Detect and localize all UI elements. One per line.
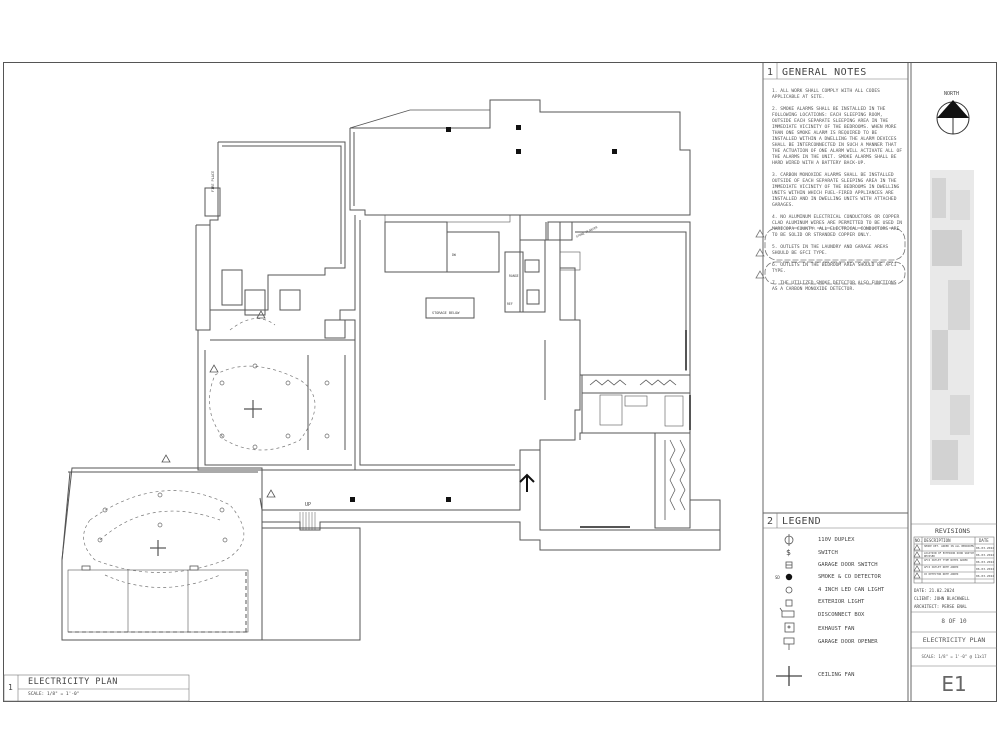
revision-date: 06.03.2024 bbox=[976, 560, 995, 564]
legend-label-duplex: 110V DUPLEX bbox=[818, 537, 855, 543]
revision-date: 06.03.2024 bbox=[976, 574, 995, 578]
revision-desc: SMOKE DET. ADDED IN ALL BEDROOMS bbox=[924, 545, 974, 548]
legend-number: 2 bbox=[767, 516, 774, 527]
ceiling-fan-icon bbox=[150, 400, 262, 556]
north-arrow bbox=[936, 100, 970, 135]
switch-icon: $ bbox=[786, 548, 791, 557]
sheet-count: 8 OF 10 bbox=[941, 618, 967, 625]
legend-label-switch: SWITCH bbox=[818, 550, 838, 556]
revision-date: 06.03.2024 bbox=[976, 546, 995, 550]
north-label: NORTH bbox=[944, 91, 960, 97]
island-label: STORAGE BELOW bbox=[432, 311, 460, 315]
rev-header-desc: DESCRIPTION bbox=[924, 538, 951, 543]
revision-desc: AFCI OUTLET NOTE ADDED bbox=[924, 566, 959, 569]
general-note: 2. SMOKE ALARMS SHALL BE INSTALLED IN TH… bbox=[772, 107, 902, 166]
entry-arrow bbox=[519, 473, 535, 492]
ref-label: REF bbox=[507, 302, 513, 306]
plan-scale: SCALE: 1/8" = 1'-0" bbox=[28, 692, 80, 697]
plan-title: ELECTRICITY PLAN bbox=[28, 677, 118, 687]
sheet-id: E1 bbox=[941, 672, 967, 696]
general-note: 7. THE UTILIZED SMOKE DETECTOR ALSO FUNC… bbox=[772, 281, 897, 292]
legend-label-garage-opener: GARAGE DOOR OPENER bbox=[818, 639, 878, 645]
drawing-sheet-border bbox=[3, 62, 997, 702]
general-notes-list: 1. ALL WORK SHALL COMPLY WITH ALL CODES … bbox=[772, 89, 904, 293]
revision-desc: GFCI OUTLET TYPE NOTES ADDED bbox=[924, 559, 968, 562]
legend-title: LEGEND bbox=[782, 516, 822, 527]
legend-label-ceiling-fan: CEILING FAN bbox=[818, 672, 855, 678]
architect-name: ARCHITECT: PERSE ENAL bbox=[914, 604, 967, 609]
rev-header-date: DATE bbox=[979, 538, 989, 543]
stairs-up-label: UP bbox=[305, 502, 312, 508]
general-note: 4. NO ALUMINUM ELECTRICAL CONDUCTORS OR … bbox=[772, 215, 902, 238]
general-note: 5. OUTLETS IN THE LAUNDRY AND GARAGE ARE… bbox=[772, 245, 889, 256]
legend-label-can-light: 4 INCH LED CAN LIGHT bbox=[818, 587, 885, 593]
legend-label-exterior-light: EXTERIOR LIGHT bbox=[818, 599, 865, 605]
revision-date: 06.03.2024 bbox=[976, 553, 995, 557]
general-note: 1. ALL WORK SHALL COMPLY WITH ALL CODES … bbox=[772, 89, 880, 100]
general-note: 3. CARBON MONOXIDE ALARMS SHALL BE INSTA… bbox=[772, 173, 900, 208]
legend-label-garage-switch: GARAGE DOOR SWITCH bbox=[818, 562, 878, 568]
drawing-date: DATE: 21.02.2024 bbox=[914, 588, 955, 593]
revision-cloud bbox=[755, 227, 906, 285]
general-note: 6. OUTLETS IN THE BEDROOM AREA SHOULD BE… bbox=[772, 263, 897, 274]
sheet-title: ELECTRICITY PLAN bbox=[922, 636, 986, 644]
revision-date: 06.03.2024 bbox=[976, 567, 995, 571]
revisions-title: REVISIONS bbox=[935, 527, 971, 535]
plan-number: 1 bbox=[8, 683, 13, 692]
rev-header-no: NO. bbox=[915, 538, 923, 543]
range-label: RANGE bbox=[509, 274, 519, 278]
kitchen-island bbox=[425, 297, 475, 319]
dw-label: DW bbox=[452, 253, 456, 257]
client-name: CLIENT: JOHN BLACKWELL bbox=[914, 596, 970, 601]
revision-desc: CO DETECTOR NOTE ADDED bbox=[924, 573, 959, 576]
legend-label-smoke-co: SMOKE & CO DETECTOR bbox=[818, 574, 881, 580]
legend-label-disconnect: DISCONNECT BOX bbox=[818, 612, 865, 618]
revision-desc: LOCATION OF EXTERIOR DOOR SWITCH REVISED bbox=[924, 552, 974, 558]
sheet-scale: SCALE: 1/8" = 1'-0" @ 11x17 bbox=[921, 654, 987, 659]
legend-label-exhaust-fan: EXHAUST FAN bbox=[818, 626, 855, 632]
general-notes-number: 1 bbox=[767, 67, 774, 78]
blurred-logo bbox=[930, 170, 974, 485]
general-notes-title: GENERAL NOTES bbox=[782, 67, 867, 78]
smoke-detector-prefix: SD bbox=[775, 575, 780, 580]
